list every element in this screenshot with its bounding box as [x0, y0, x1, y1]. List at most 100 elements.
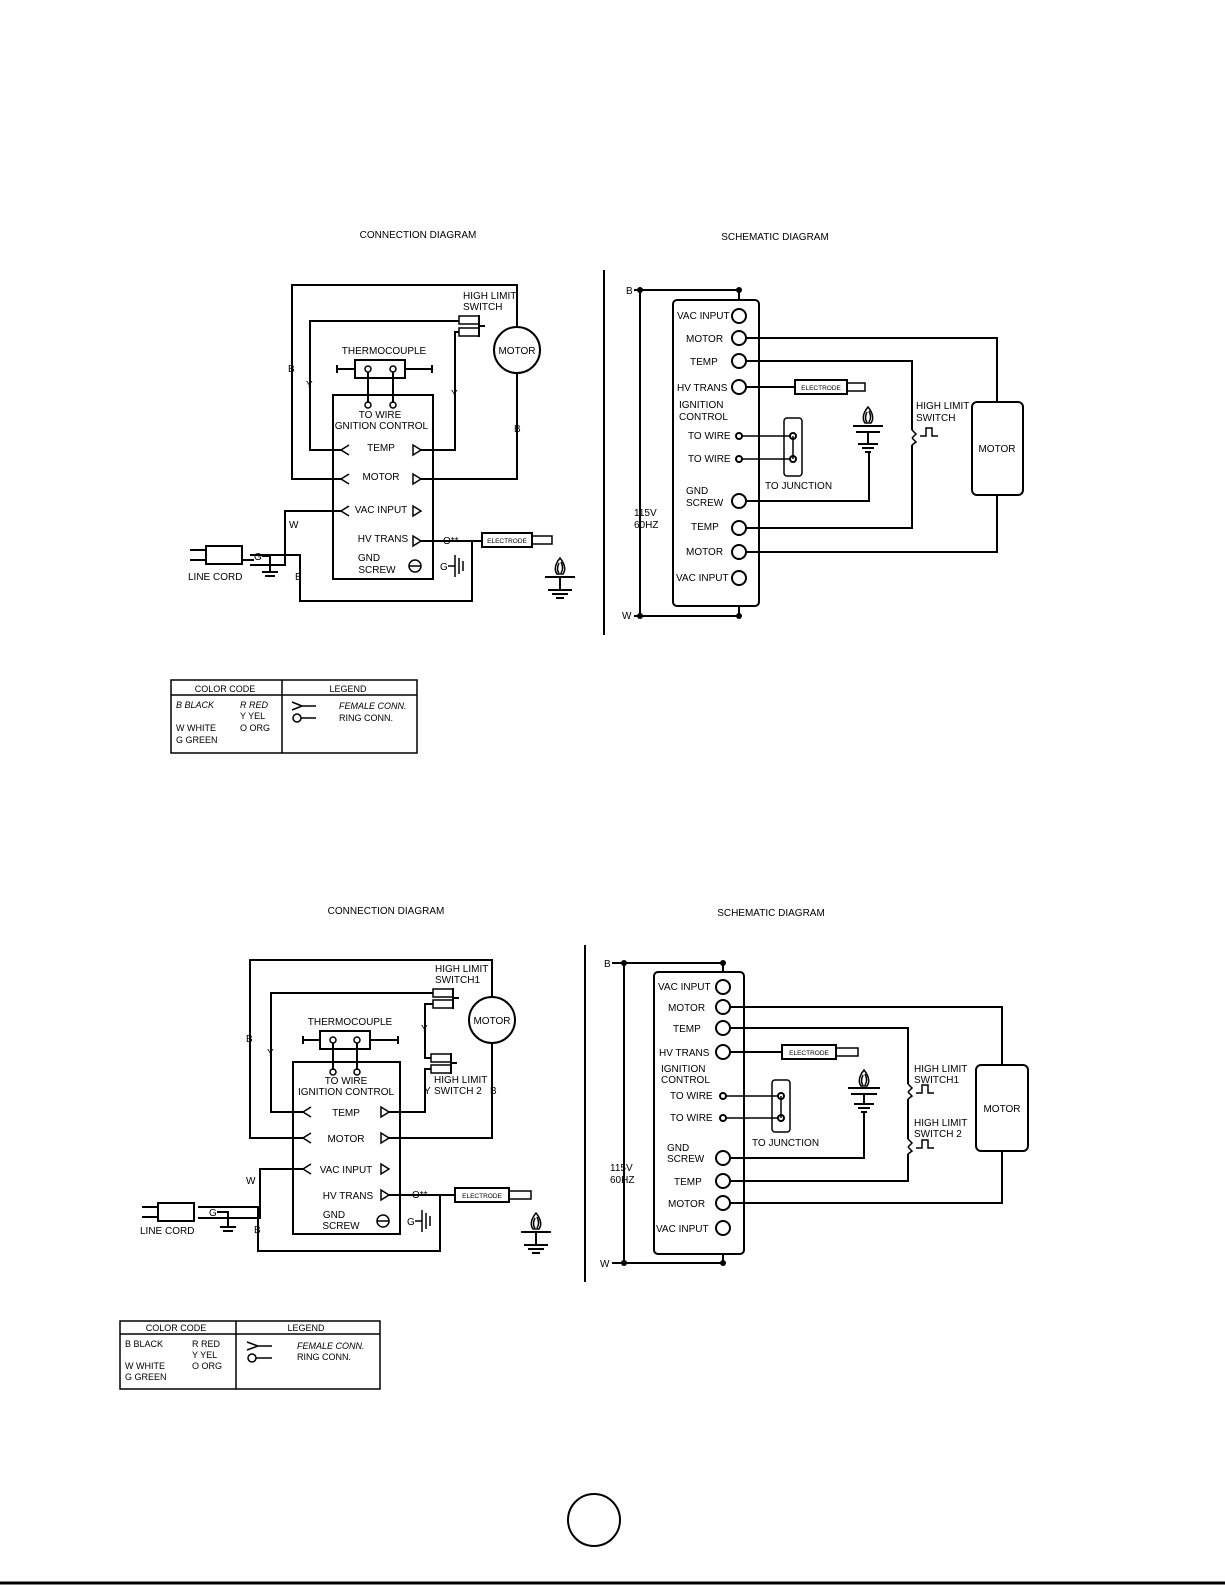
yellow-wire: [270, 992, 433, 1113]
svg-text:W: W: [289, 520, 299, 531]
yellow-wire: [424, 1003, 433, 1059]
terminal: [731, 353, 747, 369]
svg-text:MOTOR: MOTOR: [473, 1016, 510, 1027]
svg-text:W WHITE: W WHITE: [125, 1361, 165, 1371]
terminal: [731, 544, 747, 560]
svg-text:Y YEL: Y YEL: [240, 711, 265, 721]
line-cord-plug-icon: [142, 1202, 195, 1222]
svg-text:SWITCH: SWITCH: [916, 413, 955, 424]
svg-text:G: G: [440, 562, 448, 573]
svg-text:W: W: [600, 1259, 610, 1270]
svg-text:HV TRANS: HV TRANS: [323, 1191, 374, 1202]
black-wire: [291, 284, 518, 480]
white-wire: [250, 510, 341, 566]
svg-text:HIGH LIMIT: HIGH LIMIT: [914, 1118, 967, 1129]
male-terminal-icon: [412, 504, 423, 518]
svg-text:ELECTRODE: ELECTRODE: [462, 1193, 502, 1200]
svg-text:O**: O**: [443, 536, 459, 547]
svg-text:HV TRANS: HV TRANS: [677, 383, 728, 394]
terminal: [719, 1092, 727, 1100]
high-limit-switch-icon: [458, 315, 480, 325]
svg-text:R RED: R RED: [240, 700, 269, 710]
terminal: [715, 1020, 731, 1036]
svg-text:G: G: [407, 1217, 415, 1228]
high-limit-label: HIGH LIMIT: [463, 291, 516, 302]
svg-text:W WHITE: W WHITE: [176, 723, 216, 733]
motor-label: MOTOR: [498, 346, 535, 357]
svg-text:TO WIRE: TO WIRE: [688, 454, 731, 465]
svg-text:G GREEN: G GREEN: [125, 1372, 167, 1382]
terminal: [715, 1173, 731, 1189]
svg-text:MOTOR: MOTOR: [668, 1003, 705, 1014]
svg-text:SWITCH 2: SWITCH 2: [434, 1086, 482, 1097]
color-code-table: COLOR CODE LEGEND B BLACK R RED Y YEL W …: [170, 679, 418, 754]
svg-text:Y: Y: [306, 380, 313, 391]
svg-text:MOTOR: MOTOR: [983, 1104, 1020, 1115]
svg-text:VAC INPUT: VAC INPUT: [656, 1224, 709, 1235]
gnd-label: GND: [358, 553, 380, 564]
black-wire: [389, 1043, 493, 1139]
high-limit-switch-1-icon: [432, 988, 454, 998]
male-terminal-icon: [380, 1105, 391, 1119]
svg-text:LEGEND: LEGEND: [329, 684, 367, 694]
svg-text:GND: GND: [323, 1210, 345, 1221]
motor-terminal-label: MOTOR: [362, 472, 399, 483]
svg-text:SWITCH1: SWITCH1: [914, 1075, 959, 1086]
ignition-control-box: [292, 1061, 401, 1235]
thermocouple-label: THERMOCOUPLE: [342, 346, 427, 357]
svg-text:B: B: [626, 286, 633, 297]
svg-text:G GREEN: G GREEN: [176, 735, 218, 745]
diagram-2: CONNECTION DIAGRAM SCHEMATIC DIAGRAM TO …: [119, 906, 1029, 1390]
svg-text:TEMP: TEMP: [690, 357, 718, 368]
line-cord-plug-icon: [190, 545, 254, 565]
svg-text:MOTOR: MOTOR: [978, 444, 1015, 455]
connection-diagram-title: CONNECTION DIAGRAM: [360, 230, 477, 241]
svg-text:O ORG: O ORG: [192, 1361, 222, 1371]
diagram-1: CONNECTION DIAGRAM SCHEMATIC DIAGRAM TO …: [170, 230, 1024, 754]
svg-text:GND: GND: [667, 1143, 689, 1154]
to-junction-label: TO JUNCTION: [765, 481, 832, 492]
svg-text:Y: Y: [421, 1024, 428, 1035]
svg-text:MOTOR: MOTOR: [686, 334, 723, 345]
svg-text:O ORG: O ORG: [240, 723, 270, 733]
schematic-diagram: B W 115V 60HZ VAC INPUT MOTOR TEMP HV TR…: [622, 286, 1024, 622]
schematic-diagram-title: SCHEMATIC DIAGRAM: [717, 908, 825, 919]
svg-text:HIGH LIMIT: HIGH LIMIT: [434, 1075, 487, 1086]
terminal: [715, 979, 731, 995]
svg-text:R RED: R RED: [192, 1339, 221, 1349]
flame-icon: [554, 557, 566, 575]
svg-text:Y YEL: Y YEL: [192, 1350, 217, 1360]
svg-text:TO WIRE: TO WIRE: [670, 1113, 713, 1124]
svg-text:SCREW: SCREW: [667, 1154, 705, 1165]
svg-text:MOTOR: MOTOR: [686, 547, 723, 558]
svg-text:Y: Y: [424, 1086, 431, 1097]
svg-text:IGNITION CONTROL: IGNITION CONTROL: [298, 1087, 395, 1098]
terminal: [715, 1044, 731, 1060]
svg-text:LINE CORD: LINE CORD: [140, 1226, 194, 1237]
connection-diagram: TO WIRE IGNITION CONTROL TEMP MOTOR VAC …: [188, 284, 575, 602]
svg-text:THERMOCOUPLE: THERMOCOUPLE: [308, 1017, 393, 1028]
terminal: [731, 379, 747, 395]
terminal: [731, 330, 747, 346]
svg-text:115V: 115V: [610, 1163, 633, 1174]
switch-label: SWITCH: [463, 302, 502, 313]
temp-terminal-label: TEMP: [367, 443, 395, 454]
svg-text:B: B: [604, 959, 611, 970]
svg-text:MOTOR: MOTOR: [668, 1199, 705, 1210]
schematic-diagram: B W 115V 60HZ VAC INPUT MOTOR TEMP HV TR…: [600, 959, 1029, 1270]
junction-connector: [771, 1079, 791, 1133]
svg-text:Y: Y: [267, 1048, 274, 1059]
svg-text:COLOR CODE: COLOR CODE: [146, 1323, 207, 1333]
yellow-wire: [309, 320, 459, 451]
svg-text:FEMALE CONN.: FEMALE CONN.: [339, 701, 407, 711]
terminal: [719, 1114, 727, 1122]
page-number-badge: [567, 1493, 621, 1547]
svg-text:CONTROL: CONTROL: [679, 412, 728, 423]
svg-text:B BLACK: B BLACK: [176, 700, 215, 710]
svg-text:B: B: [295, 572, 302, 583]
flame-icon: [862, 406, 874, 424]
svg-text:IGNITION: IGNITION: [679, 400, 723, 411]
svg-text:COLOR CODE: COLOR CODE: [195, 684, 256, 694]
male-terminal-icon: [380, 1162, 391, 1176]
connection-diagram: TO WIRE IGNITION CONTROL TEMP MOTOR VAC …: [140, 959, 551, 1254]
